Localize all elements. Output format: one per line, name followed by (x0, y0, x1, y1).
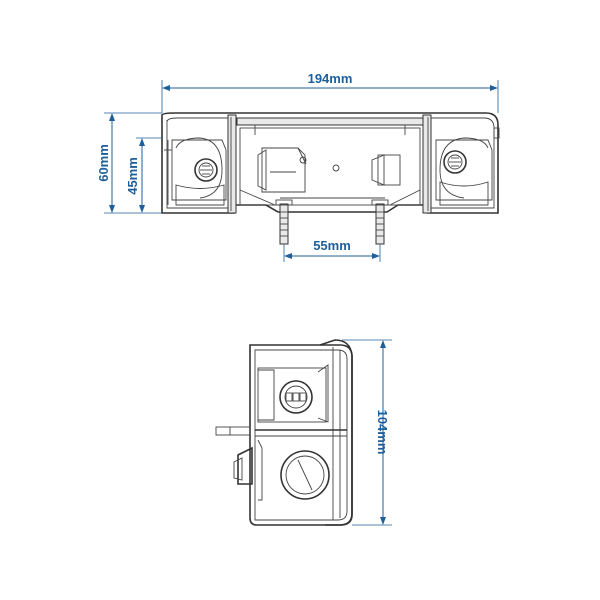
side-hook (233, 446, 253, 485)
inner-height-dimension (136, 137, 162, 213)
side-height-label: 104mm (375, 410, 390, 455)
side-pin (215, 426, 251, 436)
left-bolt (275, 199, 293, 245)
outer-height-label: 60mm (96, 144, 111, 182)
side-height-dimension (342, 339, 392, 526)
bolt-spacing-dimension (283, 244, 381, 262)
housing-inner-outline (166, 117, 495, 209)
left-lock-cylinder (164, 137, 227, 206)
top-view: 194mm 60mm 45mm 55mm (96, 71, 500, 262)
right-wall (422, 114, 432, 214)
bolt-spacing-label: 55mm (313, 238, 351, 253)
right-bolt (371, 199, 389, 245)
top-plate (236, 117, 424, 126)
inner-height-label: 45mm (125, 157, 140, 195)
side-view: 104mm (215, 339, 392, 526)
width-label: 194mm (308, 71, 353, 86)
side-cover (319, 339, 353, 526)
center-mechanism (239, 127, 421, 206)
right-lock-cylinder (435, 127, 500, 206)
upper-lock-face (279, 380, 313, 414)
lower-lock-face (280, 450, 330, 500)
housing-outline (161, 112, 499, 214)
left-wall (227, 114, 237, 214)
outer-height-dimension (104, 112, 162, 214)
width-dimension (161, 80, 499, 113)
